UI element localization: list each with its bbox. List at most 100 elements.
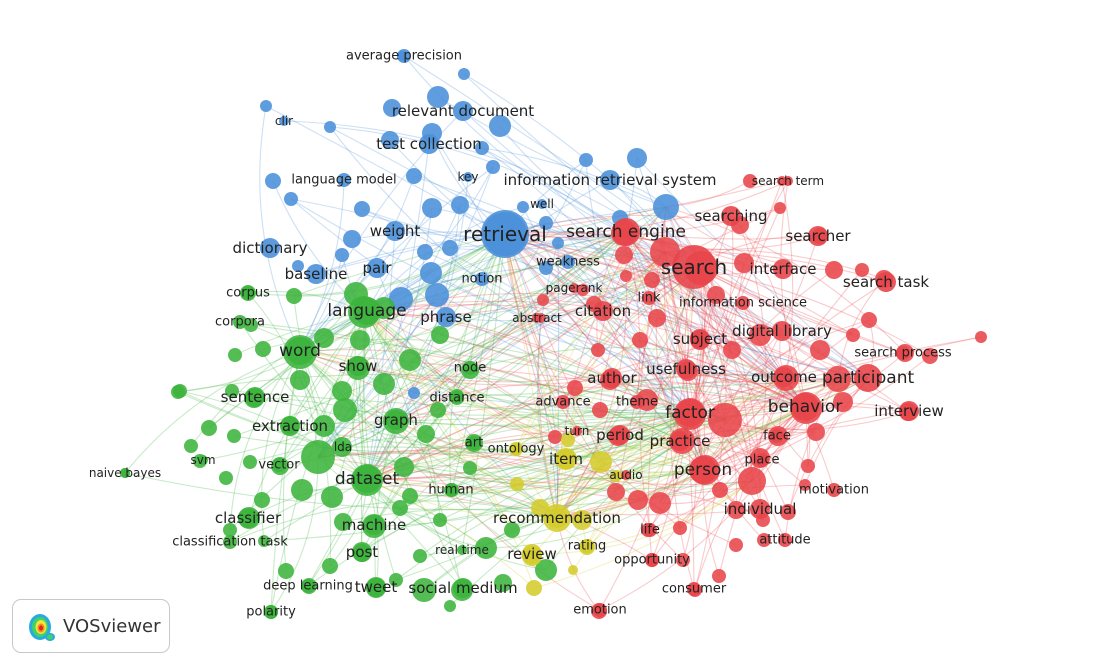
term-label-corpora[interactable]: corpora <box>215 315 265 330</box>
term-bubble-tweet[interactable] <box>366 577 386 597</box>
term-bubble[interactable] <box>171 385 185 399</box>
term-bubble[interactable] <box>430 402 446 418</box>
term-bubble-emotion[interactable] <box>593 603 607 617</box>
term-bubble-deep-learning[interactable] <box>301 579 315 593</box>
term-label-information-science[interactable]: information science <box>679 296 807 311</box>
term-bubble[interactable] <box>567 380 583 396</box>
term-label-person[interactable]: person <box>674 460 732 480</box>
term-bubble[interactable] <box>590 451 612 473</box>
term-bubble[interactable] <box>444 600 456 612</box>
term-bubble[interactable] <box>743 174 757 188</box>
term-bubble[interactable] <box>620 270 632 282</box>
term-label-search-process[interactable]: search process <box>854 346 951 361</box>
term-bubble[interactable] <box>392 500 408 516</box>
term-label-phrase[interactable]: phrase <box>420 308 471 326</box>
term-label-audio[interactable]: audio <box>609 468 642 482</box>
term-bubble[interactable] <box>422 198 442 218</box>
term-bubble[interactable] <box>734 253 754 273</box>
term-bubble[interactable] <box>265 173 281 189</box>
term-label-language[interactable]: language <box>327 301 406 321</box>
term-bubble[interactable] <box>780 504 796 520</box>
term-bubble[interactable] <box>579 153 593 167</box>
term-label-language-model[interactable]: language model <box>291 173 396 188</box>
term-label-well[interactable]: well <box>530 197 554 211</box>
term-bubble[interactable] <box>201 420 217 436</box>
term-bubble-factor[interactable] <box>676 399 704 427</box>
term-label-interview[interactable]: interview <box>874 402 944 420</box>
term-label-search[interactable]: search <box>661 255 727 279</box>
term-bubble[interactable] <box>278 563 294 579</box>
term-bubble-graph[interactable] <box>386 410 406 430</box>
term-label-ontology[interactable]: ontology <box>488 442 545 457</box>
term-label-show[interactable]: show <box>339 357 378 375</box>
term-bubble[interactable] <box>615 246 633 264</box>
term-bubble-dataset[interactable] <box>353 465 381 493</box>
term-label-period[interactable]: period <box>596 426 644 444</box>
term-label-svm[interactable]: svm <box>190 453 215 467</box>
term-bubble[interactable] <box>855 263 869 277</box>
term-bubble[interactable] <box>408 387 420 399</box>
term-bubble-search-engine[interactable] <box>612 218 640 246</box>
term-bubble-theme[interactable] <box>630 395 644 409</box>
term-bubble-rating[interactable] <box>580 539 594 553</box>
term-bubble[interactable] <box>591 343 605 357</box>
term-label-advance[interactable]: advance <box>535 395 590 410</box>
term-bubble[interactable] <box>286 288 302 304</box>
term-bubble-search-term[interactable] <box>783 176 793 186</box>
term-bubble[interactable] <box>225 384 239 398</box>
term-bubble[interactable] <box>301 440 335 474</box>
term-label-opportunity[interactable]: opportunity <box>614 553 690 568</box>
term-bubble-extraction[interactable] <box>280 416 300 436</box>
term-bubble-polarity[interactable] <box>264 605 278 619</box>
term-label-clir[interactable]: clir <box>275 114 293 128</box>
term-bubble-information-science[interactable] <box>736 296 750 310</box>
term-bubble[interactable] <box>632 332 648 348</box>
term-bubble[interactable] <box>807 423 825 441</box>
term-bubble-sentence[interactable] <box>245 387 265 407</box>
term-bubble[interactable] <box>184 439 198 453</box>
term-bubble-pair[interactable] <box>367 258 387 278</box>
term-label-life[interactable]: life <box>640 523 660 538</box>
term-bubble[interactable] <box>389 287 413 311</box>
term-bubble[interactable] <box>228 348 242 362</box>
term-label-review[interactable]: review <box>507 545 557 563</box>
term-label-human[interactable]: human <box>428 483 473 498</box>
term-bubble[interactable] <box>607 483 625 501</box>
term-bubble[interactable] <box>427 86 449 108</box>
term-bubble[interactable] <box>708 403 742 437</box>
term-label-tweet[interactable]: tweet <box>355 578 398 596</box>
term-bubble[interactable] <box>350 330 370 350</box>
term-bubble[interactable] <box>420 262 442 284</box>
term-label-information-retrieval-system[interactable]: information retrieval system <box>503 171 716 189</box>
term-label-citation[interactable]: citation <box>575 302 631 320</box>
term-bubble[interactable] <box>774 202 786 214</box>
term-bubble-weakness[interactable] <box>561 255 575 269</box>
term-bubble[interactable] <box>260 100 272 112</box>
term-bubble-digital-library[interactable] <box>772 321 792 341</box>
term-bubble-classification-task[interactable] <box>223 535 237 549</box>
term-label-classifier[interactable]: classifier <box>215 509 282 527</box>
term-label-recommendation[interactable]: recommendation <box>493 509 621 527</box>
term-bubble[interactable] <box>825 261 843 279</box>
term-bubble[interactable] <box>290 370 310 390</box>
term-bubble[interactable] <box>648 309 666 327</box>
term-label-attitude[interactable]: attitude <box>759 533 810 548</box>
term-bubble[interactable] <box>799 479 811 491</box>
term-bubble[interactable] <box>254 492 270 508</box>
term-label-practice[interactable]: practice <box>650 432 711 450</box>
term-bubble-life[interactable] <box>643 523 657 537</box>
term-bubble[interactable] <box>333 398 357 422</box>
term-bubble[interactable] <box>572 510 592 530</box>
term-label-baseline[interactable]: baseline <box>285 265 348 283</box>
term-bubble-language[interactable] <box>353 297 381 325</box>
term-label-pair[interactable]: pair <box>362 259 392 277</box>
term-label-weight[interactable]: weight <box>370 222 421 240</box>
term-bubble-attitude[interactable] <box>778 533 792 547</box>
term-bubble-language-model[interactable] <box>337 173 351 187</box>
term-bubble-consumer[interactable] <box>687 582 701 596</box>
term-label-word[interactable]: word <box>279 341 321 361</box>
term-bubble[interactable] <box>801 459 815 473</box>
term-bubble-opportunity[interactable] <box>645 553 659 567</box>
term-bubble[interactable] <box>712 482 728 498</box>
term-bubble[interactable] <box>227 429 241 443</box>
